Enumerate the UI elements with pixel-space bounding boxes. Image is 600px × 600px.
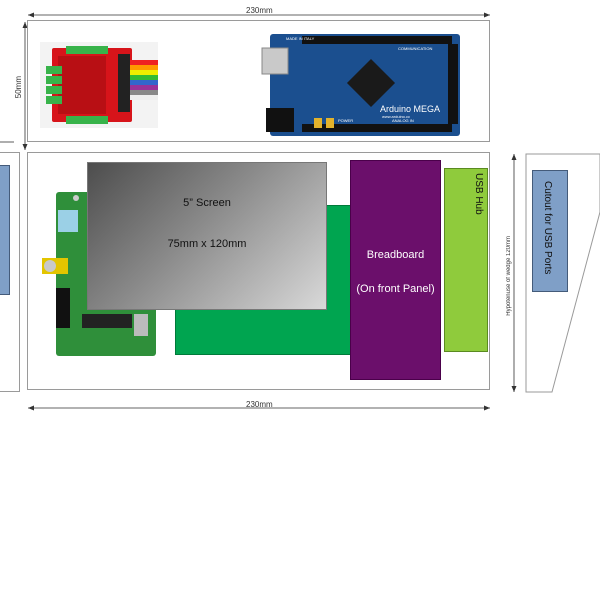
hypotenuse-dimension-line [511,154,517,392]
arduino-power-text: POWER [338,118,353,123]
bottom-dimension-label: 230mm [246,400,273,409]
left-panel-tick [0,141,14,143]
usb-hub: USB Hub [444,168,488,352]
arduino-mega-image: Arduino MEGA MADE IN ITALY www.arduino.c… [261,30,462,138]
breadboard-subtitle: (On front Panel) [356,283,435,295]
height-dimension-line [22,22,28,150]
bottom-dimension-line [28,405,490,411]
screen-title: 5” Screen [183,197,231,209]
usb-cutout: Cutout for USB Ports [532,170,568,292]
arduino-made-in-text: MADE IN ITALY [286,36,315,41]
height-dimension-label: 50mm [14,76,23,99]
breadboard: Breadboard (On front Panel) [350,160,441,380]
relay-shield-image [40,42,158,128]
arduino-analog-text: ANALOG IN [392,118,414,123]
screen-5-inch: 5” Screen 75mm x 120mm [87,162,327,310]
top-dimension-line [28,12,490,18]
breadboard-title: Breadboard [366,249,425,261]
arduino-comm-text: COMMUNICATION [398,46,432,51]
screen-size: 75mm x 120mm [167,238,247,250]
usb-hub-label: USB Hub [473,173,484,215]
arduino-site-text: www.arduino.cc [382,114,410,119]
arduino-brand-text: Arduino MEGA [380,104,440,114]
hypotenuse-dimension-label: Hypotenuse of wedge 120mm [506,236,512,316]
top-dimension-label: 230mm [246,6,273,15]
left-panel-cutout [0,165,10,295]
usb-cutout-label: Cutout for USB Ports [542,181,553,275]
